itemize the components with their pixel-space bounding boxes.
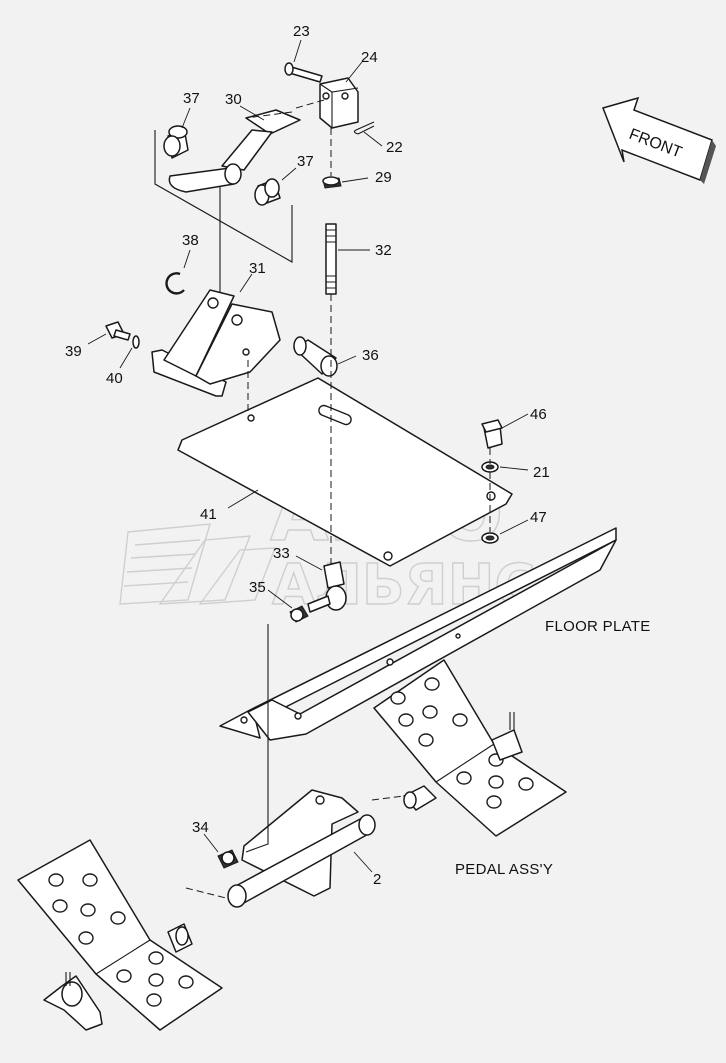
part-2-pedal-shaft xyxy=(227,789,376,908)
pedal-left-shaft xyxy=(167,923,193,953)
floor-plate-channel xyxy=(219,527,617,741)
part-41-plate xyxy=(177,377,513,567)
callout-37-upper: 37 xyxy=(183,90,200,107)
part-24-clevis xyxy=(319,77,359,129)
part-40-washer xyxy=(132,335,140,349)
callout-41: 41 xyxy=(200,506,217,523)
front-arrow-shadow xyxy=(700,140,716,184)
callout-35: 35 xyxy=(249,579,266,596)
part-33-rod-end xyxy=(307,561,347,613)
callout-33: 33 xyxy=(273,545,290,562)
alignment-lines xyxy=(185,99,491,899)
callout-40: 40 xyxy=(106,370,123,387)
callout-31: 31 xyxy=(249,260,266,277)
callout-30: 30 xyxy=(225,91,242,108)
callout-38: 38 xyxy=(182,232,199,249)
caption-floor-plate: FLOOR PLATE xyxy=(545,618,651,635)
group-bracket-30 xyxy=(154,130,293,263)
callout-29: 29 xyxy=(375,169,392,186)
part-37-bushing-lower xyxy=(254,178,281,206)
callout-36: 36 xyxy=(362,347,379,364)
part-36-pin xyxy=(293,336,338,377)
callout-46: 46 xyxy=(530,406,547,423)
callout-24: 24 xyxy=(361,49,378,66)
callout-32: 32 xyxy=(375,242,392,259)
part-34-nut xyxy=(217,849,239,869)
callout-2: 2 xyxy=(373,871,381,888)
pedal-right xyxy=(373,659,567,837)
callouts: 23 24 22 37 30 37 29 32 38 31 39 40 36 4… xyxy=(65,23,550,888)
callout-22: 22 xyxy=(386,139,403,156)
part-35-nut xyxy=(289,605,309,623)
pedal-right-shaft xyxy=(403,785,437,811)
front-arrow: FRONT xyxy=(602,96,716,184)
callout-34: 34 xyxy=(192,819,209,836)
part-46-bolt xyxy=(481,419,503,449)
part-47-grommet xyxy=(481,532,499,544)
pedal-left xyxy=(17,839,223,1031)
part-39-bolt xyxy=(105,321,131,341)
part-30-link-arm xyxy=(168,109,301,193)
leader-lines xyxy=(87,39,529,873)
callout-21: 21 xyxy=(533,464,550,481)
part-31-bracket xyxy=(151,289,281,397)
part-38-snap-ring xyxy=(165,272,185,295)
part-23-clevis-pin xyxy=(284,62,323,83)
part-29-nut xyxy=(322,176,342,189)
caption-pedal-assy: PEDAL ASS'Y xyxy=(455,861,553,878)
part-37-bushing-upper xyxy=(163,125,189,159)
callout-39: 39 xyxy=(65,343,82,360)
callout-37-lower: 37 xyxy=(297,153,314,170)
part-22-cotter-pin xyxy=(353,121,375,135)
part-32-threaded-rod xyxy=(325,223,337,295)
callout-47: 47 xyxy=(530,509,547,526)
watermark-logo-emblem xyxy=(119,523,277,605)
callout-23: 23 xyxy=(293,23,310,40)
